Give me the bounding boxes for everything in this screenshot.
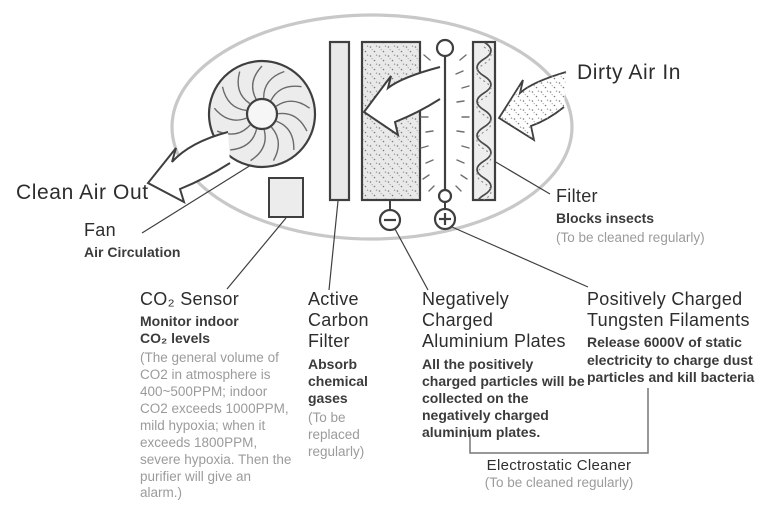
negative-plates-label: Negatively Charged Aluminium Plates All … xyxy=(422,289,592,444)
clean-air-out-arrow-icon xyxy=(146,131,231,205)
purifier-body-outline xyxy=(170,13,574,241)
filter-leader-line xyxy=(493,160,551,195)
positive-filaments-label: Positively Charged Tungsten Filaments Re… xyxy=(587,289,767,389)
fan-subtitle: Air Circulation xyxy=(84,244,181,261)
active-carbon-bar-graphic xyxy=(328,40,351,202)
positive-filaments-title: Positively Charged Tungsten Filaments xyxy=(587,289,750,331)
spark-dashes-right xyxy=(455,54,470,192)
plus-electrode-icon xyxy=(433,207,457,231)
clean-air-out-label: Clean Air Out xyxy=(16,181,149,204)
filter-graphic xyxy=(471,40,497,202)
negative-plates-leader-line xyxy=(394,228,429,291)
co2-sensor-title: CO₂ Sensor xyxy=(140,289,240,309)
co2-sensor-label: CO₂ Sensor Monitor indoor CO₂ levels (Th… xyxy=(140,289,296,502)
active-carbon-subtitle: Absorb chemical gases xyxy=(308,355,368,406)
negative-plates-title: Negatively Charged Aluminium Plates xyxy=(422,289,566,352)
electrostatic-bracket xyxy=(469,388,649,454)
filter-title: Filter xyxy=(556,186,598,206)
co2-sensor-subtitle: Monitor indoor CO₂ levels xyxy=(140,313,239,347)
fan-title: Fan xyxy=(84,220,116,240)
co2-sensor-note: (The general volume of CO2 in atmosphere… xyxy=(140,350,292,501)
fan-graphic xyxy=(207,59,317,169)
filter-label: Filter Blocks insects (To be cleaned reg… xyxy=(556,186,736,247)
dirty-air-in-label: Dirty Air In xyxy=(577,61,682,84)
filter-subtitle: Blocks insects xyxy=(556,210,655,227)
fan-label: Fan Air Circulation xyxy=(84,220,234,264)
minus-electrode-icon xyxy=(378,208,402,232)
active-carbon-note: (To be replaced regularly) xyxy=(308,409,365,459)
active-carbon-label: Active Carbon Filter Absorb chemical gas… xyxy=(308,289,390,461)
positive-filaments-leader-line xyxy=(451,226,589,288)
filter-note: (To be cleaned regularly) xyxy=(556,230,705,246)
positive-filaments-subtitle: Release 6000V of static electricity to c… xyxy=(587,334,755,385)
co2-leader-line xyxy=(226,217,287,290)
active-carbon-leader-line xyxy=(328,200,339,291)
clean-air-flow-arrow-icon xyxy=(362,66,441,138)
leader-lines xyxy=(141,160,589,291)
electrostatic-cleaner-note: (To be cleaned regularly) xyxy=(484,475,634,490)
electrostatic-cleaner-label: Electrostatic Cleaner (To be cleaned reg… xyxy=(459,457,659,492)
fan-leader-line xyxy=(141,164,252,234)
electrostatic-cleaner-title: Electrostatic Cleaner xyxy=(486,457,632,474)
active-carbon-title: Active Carbon Filter xyxy=(308,289,369,352)
tungsten-filament-graphic xyxy=(420,38,470,208)
co2-sensor-graphic xyxy=(268,177,304,218)
negative-plates-subtitle: All the positively charged particles wil… xyxy=(422,355,585,441)
dirty-air-in-arrow-icon xyxy=(497,71,567,142)
